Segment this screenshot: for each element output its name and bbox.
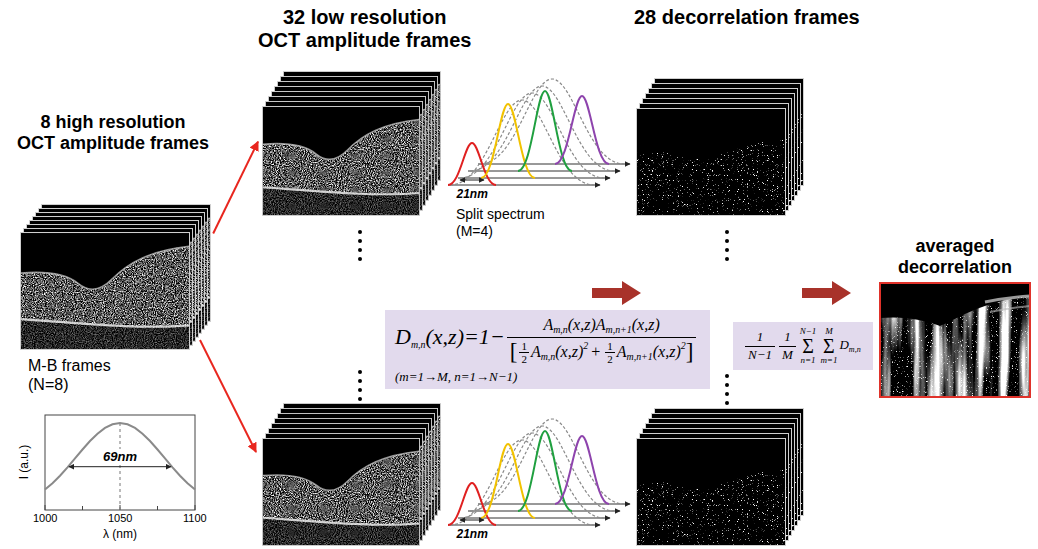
formula-term: (x,z) — [632, 316, 660, 334]
formula-term: [ — [510, 339, 518, 365]
frame-stack-art — [21, 205, 211, 350]
plot-caption: Split spectrum (M=4) — [456, 206, 556, 240]
process-arrow — [592, 281, 641, 305]
frame-stack: 8 high resolution OCT amplitude frames — [17, 112, 213, 355]
tick-label: 1100 — [183, 512, 207, 524]
formula-term: N−1 — [748, 348, 772, 362]
formula-term: Σ — [802, 336, 814, 356]
frame-count-label: M-B frames (N=8) — [28, 356, 123, 394]
denominator: [12Am,n(x,z)2+12Am,n+1(x,z)2] — [507, 337, 697, 366]
split-arrow — [200, 340, 256, 452]
numerator: Am,n(x,z)Am,n+1(x,z) — [540, 315, 662, 337]
numerator: 1 — [754, 329, 767, 345]
fraction: 12 — [519, 340, 529, 365]
formula-term: (x,z) — [555, 343, 583, 361]
flow-arrow — [213, 142, 258, 234]
split-spectrum-plot — [448, 79, 630, 185]
formula-line: Dm,n(x,z)=1−Am,n(x,z)Am,n+1(x,z)[12Am,n(… — [395, 315, 698, 367]
formula-term: 2 — [681, 341, 686, 352]
denominator: N−1 — [745, 346, 775, 363]
bandwidth-label: 21nm — [457, 187, 488, 201]
formula-line: (m=1→M, n=1→N−1) — [395, 367, 698, 385]
tick-label: 1000 — [33, 512, 57, 524]
formula-term: 1 — [607, 340, 613, 352]
ellipsis-dots — [358, 230, 729, 405]
formula-term: N−1 — [800, 327, 817, 336]
numerator: 1 — [781, 329, 794, 345]
formula-term: M — [782, 348, 793, 362]
formula-term: + — [591, 343, 600, 361]
frame-stack-art — [262, 403, 440, 545]
formula-term: A — [596, 316, 606, 334]
formula-term: (x,z) — [653, 343, 681, 361]
formula-term: 1 — [784, 330, 791, 344]
source-spectrum-plot — [45, 415, 195, 510]
formula-term: m,n+1 — [627, 352, 653, 363]
fraction: 12 — [605, 340, 615, 365]
fraction: 1N−1 — [745, 329, 775, 363]
axis-title: I (a.u.) — [17, 445, 31, 480]
formula-term: D — [839, 338, 848, 352]
formula-term: (m=1→M, n=1→N−1) — [395, 370, 517, 384]
frame-stack: 32 low resolution OCT amplitude frames — [258, 6, 476, 218]
numerator: 1 — [605, 340, 615, 352]
denominator: 2 — [605, 352, 615, 365]
formula-term: 1 — [521, 340, 527, 352]
stack-heading: 32 low resolution OCT amplitude frames — [258, 6, 476, 52]
split-spectrum-plot — [448, 419, 630, 525]
tick-label: 1050 — [108, 512, 132, 524]
formula-box: 1N−11MN−1Σn=1MΣm=1Dm,n — [733, 322, 873, 370]
frame-stack: 28 decorrelation frames — [634, 6, 860, 218]
fraction: Am,n(x,z)Am,n+1(x,z)[12Am,n(x,z)2+12Am,n… — [507, 315, 697, 367]
formula-term: A — [531, 343, 541, 361]
formula-term: n=1 — [801, 356, 816, 365]
formula-term: M — [825, 327, 833, 336]
frame-stack-art — [262, 71, 440, 215]
formula-term: 2 — [521, 353, 527, 365]
bandwidth-label: 69nm — [101, 449, 139, 464]
angiogram-image — [880, 283, 1030, 397]
formula-term: (x,z) — [568, 316, 596, 334]
formula-term: m,n — [553, 325, 568, 336]
formula-term: A — [617, 343, 627, 361]
formula-term: m,n — [411, 340, 426, 351]
denominator: M — [779, 346, 796, 363]
formula-term: =1− — [464, 325, 505, 349]
stack-heading: 8 high resolution OCT amplitude frames — [17, 112, 213, 153]
frame-stack-art — [637, 409, 804, 546]
formula-term: ] — [686, 339, 694, 365]
formula-term: 2 — [583, 341, 588, 352]
formula-term: m,n+1 — [606, 325, 632, 336]
formula-term: 2 — [607, 353, 613, 365]
formula-term: m=1 — [820, 356, 837, 365]
image-panel: averaged decorrelation — [878, 236, 1032, 399]
denominator: 2 — [519, 352, 529, 365]
formula-term: 1 — [757, 330, 764, 344]
formula-term: m,n — [849, 346, 861, 355]
formula-term: A — [543, 316, 553, 334]
formula-box: Dm,n(x,z)=1−Am,n(x,z)Am,n+1(x,z)[12Am,n(… — [385, 310, 710, 389]
frame-stack-art — [637, 79, 804, 216]
formula-term: m,n — [541, 352, 556, 363]
stack-heading: 28 decorrelation frames — [634, 6, 860, 29]
process-arrow — [802, 281, 851, 305]
summation: N−1Σn=1 — [800, 327, 817, 365]
formula-term: (x,z) — [425, 325, 463, 349]
summation: MΣm=1 — [820, 327, 837, 365]
bandwidth-label: 21nm — [457, 527, 488, 541]
formula-line: 1N−11MN−1Σn=1MΣm=1Dm,n — [743, 327, 861, 365]
formula-term: D — [395, 325, 411, 349]
numerator: 1 — [519, 340, 529, 352]
fraction: 1M — [779, 329, 796, 363]
axis-title: λ (nm) — [103, 527, 137, 541]
panel-heading: averaged decorrelation — [878, 236, 1032, 277]
formula-term: Σ — [823, 336, 835, 356]
